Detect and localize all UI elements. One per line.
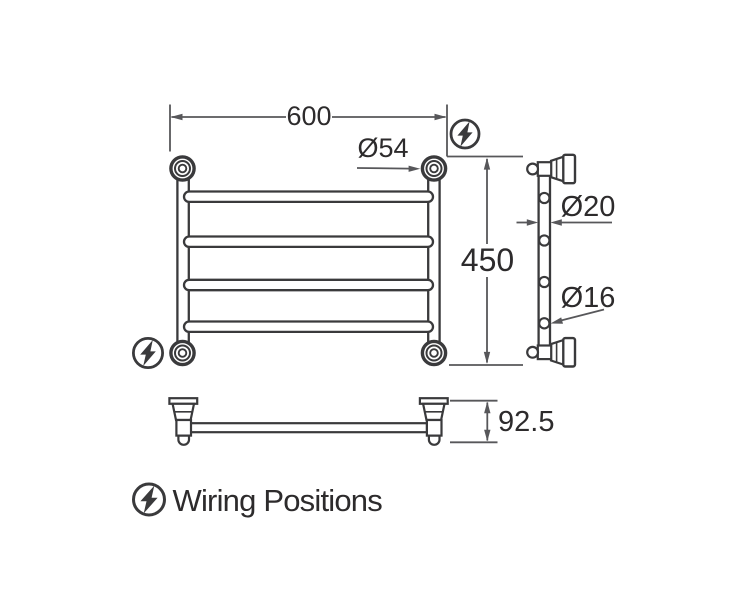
legend-label: Wiring Positions xyxy=(173,483,383,518)
flange-collar xyxy=(175,418,193,437)
wall-plate xyxy=(562,153,577,185)
side-view xyxy=(526,153,577,368)
arrowhead-down-icon xyxy=(483,351,491,364)
arrowhead-right-icon xyxy=(526,219,539,226)
lightning-bolt-icon xyxy=(140,485,158,514)
plan-view xyxy=(168,397,449,446)
arrowhead-left-icon xyxy=(550,219,562,226)
dimension-92-5: 92.5 xyxy=(450,399,554,444)
arrowhead-right-icon xyxy=(434,113,447,121)
front-bar-2 xyxy=(182,235,435,249)
front-view xyxy=(169,155,448,367)
dimension-dia20: Ø20 xyxy=(516,191,616,226)
lightning-bolt-icon xyxy=(457,121,473,147)
legend: Wiring Positions xyxy=(132,482,383,518)
flange-top-left xyxy=(169,155,196,182)
wiring-symbol-bottom-left xyxy=(131,336,164,369)
leader-line xyxy=(356,167,410,170)
dim-600-label: 600 xyxy=(286,101,331,131)
plan-post-right xyxy=(418,397,449,446)
arrowhead-icon xyxy=(550,317,563,324)
flange-collar xyxy=(536,344,553,361)
flange-bottom-right xyxy=(420,339,448,367)
leader-line xyxy=(559,308,605,322)
flange-end-knob xyxy=(427,434,441,446)
side-bar-end-2 xyxy=(538,234,551,247)
arrowhead-left-icon xyxy=(170,113,183,121)
flange-inner-ring xyxy=(429,163,439,174)
dimension-600: 600 xyxy=(169,101,448,157)
flange-inner-ring xyxy=(429,348,439,358)
wiring-symbol-top-right xyxy=(449,118,481,150)
dia20-label: Ø20 xyxy=(561,191,616,223)
lightning-circle-icon xyxy=(132,482,166,517)
lightning-circle-icon xyxy=(449,118,481,150)
callout-dia16: Ø16 xyxy=(550,282,616,324)
arrowhead-down-icon xyxy=(484,429,491,442)
lightning-bolt-icon xyxy=(140,340,156,366)
side-bar-end-4 xyxy=(538,317,551,330)
side-flange-top xyxy=(526,153,577,185)
arrowhead-up-icon xyxy=(484,401,491,414)
flange-end-knob xyxy=(526,162,540,176)
front-bar-1 xyxy=(182,190,435,204)
plan-rail-tube xyxy=(187,422,429,434)
flange-end-knob xyxy=(526,345,540,359)
arrowhead-up-icon xyxy=(483,157,491,170)
side-flange-bottom xyxy=(526,336,577,368)
dia16-label: Ø16 xyxy=(561,282,616,314)
side-bar-end-1 xyxy=(538,191,551,205)
side-bar-end-3 xyxy=(538,275,551,289)
wall-plate xyxy=(562,336,577,368)
flange-inner-ring xyxy=(177,163,188,174)
flange-collar xyxy=(425,418,443,437)
arrowhead-icon xyxy=(408,165,421,172)
plan-post-left xyxy=(168,397,199,446)
front-bar-3 xyxy=(182,278,435,292)
flange-inner-ring xyxy=(177,348,188,358)
dim-92-5-label: 92.5 xyxy=(498,406,554,438)
lightning-circle-icon xyxy=(131,336,164,369)
callout-dia54: Ø54 xyxy=(356,133,421,172)
dimension-450: 450 xyxy=(447,155,523,366)
front-bar-4 xyxy=(182,320,435,334)
flange-end-knob xyxy=(177,434,191,446)
flange-top-right xyxy=(420,155,448,182)
dim-450-label: 450 xyxy=(461,242,514,278)
flange-collar xyxy=(536,161,553,177)
dia54-label: Ø54 xyxy=(357,133,408,163)
flange-bottom-left xyxy=(169,339,196,367)
